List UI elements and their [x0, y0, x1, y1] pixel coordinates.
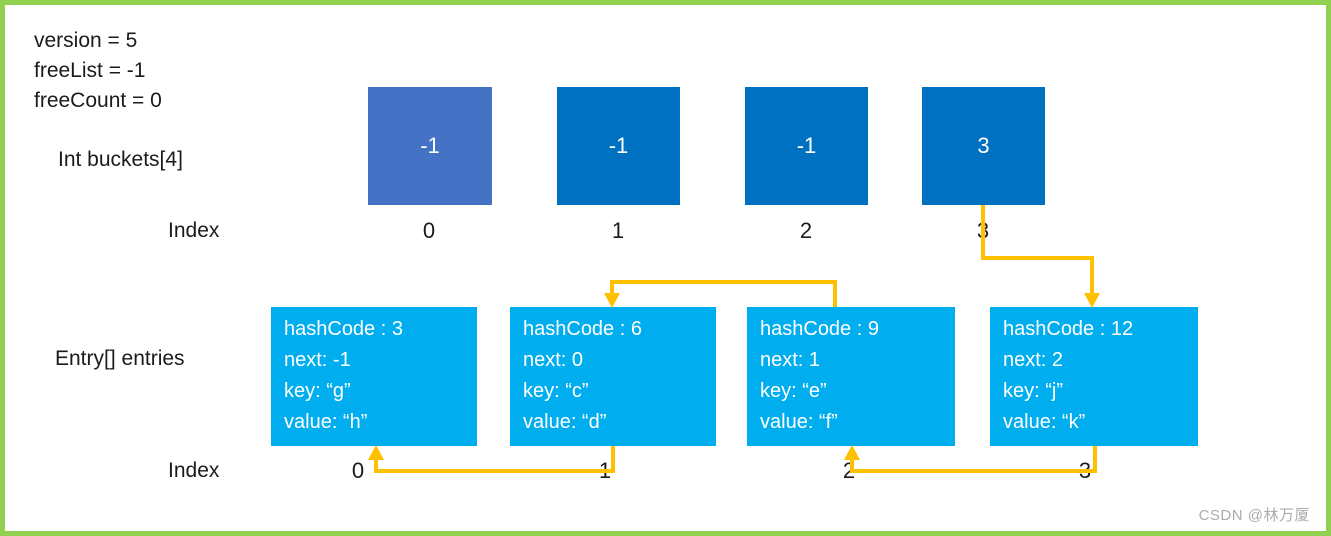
entry-index-3: 3 — [1078, 458, 1092, 483]
entry-line-key: key: “g” — [284, 380, 351, 402]
entry-line-value: value: “h” — [284, 411, 368, 433]
entries-index-label: Index — [168, 459, 220, 482]
entry-line-hashcode: hashCode : 9 — [760, 318, 879, 340]
buckets-array-label: Int buckets[4] — [58, 148, 183, 171]
bucket-value-3: 3 — [977, 133, 990, 158]
bucket-index-2: 2 — [799, 218, 813, 243]
entry-line-key: key: “j” — [1003, 380, 1063, 402]
entry-line-key: key: “e” — [760, 380, 827, 402]
bucket-box-0: -1 — [368, 87, 492, 205]
state-line-freelist: freeList = -1 — [34, 59, 146, 82]
entry-index-1: 1 — [598, 458, 612, 483]
arrow-lines-group — [374, 205, 1097, 473]
entry-line-value: value: “d” — [523, 411, 607, 433]
entry-line-hashcode: hashCode : 6 — [523, 318, 642, 340]
entry-line-hashcode: hashCode : 12 — [1003, 318, 1134, 340]
bucket-box-3: 3 — [922, 87, 1045, 205]
entry-box-1: hashCode : 6 next: 0 key: “c” value: “d” — [510, 307, 716, 446]
entry-line-next: next: -1 — [284, 349, 351, 371]
arrow-entry1-to-entry0-line — [374, 446, 615, 473]
bucket-box-1: -1 — [557, 87, 680, 205]
entry-box-3: hashCode : 12 next: 2 key: “j” value: “k… — [990, 307, 1198, 446]
dictionary-state-text: version = 5 freeList = -1 freeCount = 0 — [34, 26, 162, 116]
entry-line-hashcode: hashCode : 3 — [284, 318, 403, 340]
arrow-entry2-to-entry1-head — [604, 293, 620, 308]
watermark-csdn: CSDN @林万厦 — [1198, 507, 1310, 524]
entry-line-next: next: 0 — [523, 349, 584, 371]
bucket-index-1: 1 — [611, 218, 625, 243]
entry-line-next: next: 1 — [760, 349, 821, 371]
arrow-entry2-to-entry1-line — [610, 280, 837, 307]
entry-line-value: value: “f” — [760, 411, 838, 433]
bucket-index-0: 0 — [422, 218, 436, 243]
bucket-index-3: 3 — [976, 218, 990, 243]
entry-index-0: 0 — [351, 458, 365, 483]
entry-box-2: hashCode : 9 next: 1 key: “e” value: “f” — [747, 307, 955, 446]
bucket-box-2: -1 — [745, 87, 868, 205]
arrow-overlay — [368, 205, 1100, 473]
entries-array-label: Entry[] entries — [55, 347, 185, 370]
bucket-value-1: -1 — [608, 133, 629, 158]
bucket-value-2: -1 — [796, 133, 817, 158]
arrow-bucket3-to-entry3-head — [1084, 293, 1100, 308]
entry-box-0: hashCode : 3 next: -1 key: “g” value: “h… — [271, 307, 477, 446]
state-line-version: version = 5 — [34, 29, 138, 52]
bucket-value-0: -1 — [420, 133, 440, 158]
arrow-entry3-to-entry2-line — [850, 446, 1097, 473]
entry-index-2: 2 — [842, 458, 856, 483]
entry-line-value: value: “k” — [1003, 411, 1086, 433]
entry-line-key: key: “c” — [523, 380, 589, 402]
buckets-index-label: Index — [168, 219, 220, 242]
entry-line-next: next: 2 — [1003, 349, 1064, 371]
state-line-freecount: freeCount = 0 — [34, 89, 162, 112]
